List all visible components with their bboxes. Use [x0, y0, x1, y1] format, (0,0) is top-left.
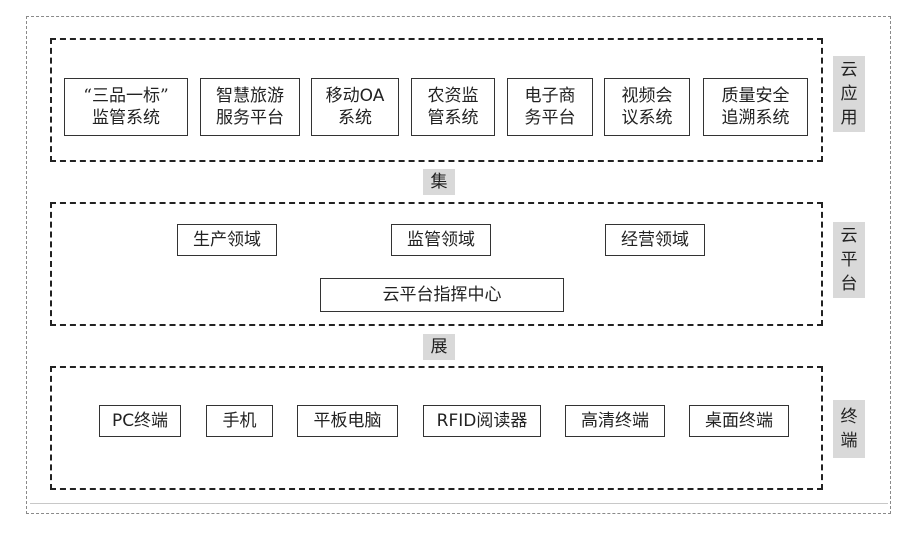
terminal-hd: 高清终端	[565, 405, 665, 437]
app-box-ecommerce: 电子商 务平台	[507, 78, 593, 136]
terminal-desktop: 桌面终端	[689, 405, 789, 437]
app-box-sanpin: “三品一标” 监管系统	[64, 78, 188, 136]
terminal-layer	[50, 366, 823, 490]
terminal-tag: 终 端	[833, 400, 865, 458]
connector-zhan: 展	[423, 334, 455, 360]
terminal-phone: 手机	[206, 405, 273, 437]
cloud-app-layer	[50, 38, 823, 162]
app-box-video-conf: 视频会 议系统	[604, 78, 690, 136]
domain-operation: 经营领域	[605, 224, 705, 256]
app-box-tourism: 智慧旅游 服务平台	[200, 78, 300, 136]
terminal-pc: PC终端	[99, 405, 181, 437]
domain-supervision: 监管领域	[391, 224, 491, 256]
app-box-agri-supply: 农资监 管系统	[411, 78, 495, 136]
bottom-divider	[30, 503, 888, 504]
cloud-app-tag: 云 应 用	[833, 56, 865, 132]
cloud-platform-layer	[50, 202, 823, 326]
domain-production: 生产领域	[177, 224, 277, 256]
app-box-mobile-oa: 移动OA 系统	[311, 78, 399, 136]
terminal-tablet: 平板电脑	[297, 405, 398, 437]
cloud-platform-tag: 云 平 台	[833, 222, 865, 298]
connector-ji: 集	[423, 169, 455, 195]
app-box-traceability: 质量安全 追溯系统	[703, 78, 808, 136]
terminal-rfid: RFID阅读器	[423, 405, 541, 437]
command-center: 云平台指挥中心	[320, 278, 564, 312]
diagram-frame	[26, 16, 891, 514]
